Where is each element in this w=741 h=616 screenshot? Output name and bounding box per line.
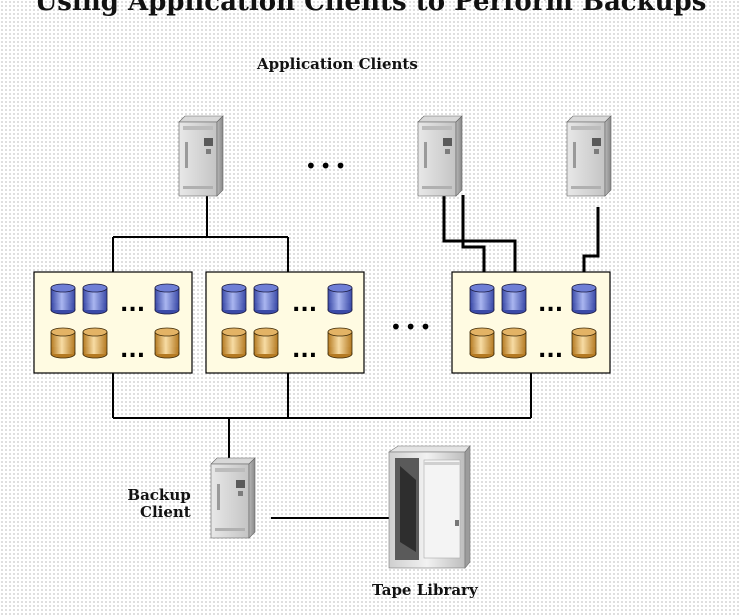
page-title-fragment: Using Application Clients to Perform Bac…	[34, 0, 707, 17]
disk-cylinder-icon	[501, 327, 527, 359]
connection-lines	[112, 195, 532, 519]
disk-cylinder-icon	[469, 327, 495, 359]
disk-cylinder-icon	[154, 327, 180, 359]
backup-client-label-line1: Backup	[127, 486, 191, 504]
storage-unit	[205, 271, 365, 374]
disk-cylinder-icon	[50, 327, 76, 359]
application-clients-label: Application Clients	[257, 55, 418, 73]
tape-library-icon	[388, 445, 471, 569]
disk-ellipsis: ...	[120, 292, 145, 317]
disk-cylinder-icon	[82, 327, 108, 359]
disk-ellipsis: ...	[538, 338, 563, 363]
storage-units-ellipsis: •••	[390, 315, 434, 339]
disk-cylinder-icon	[571, 327, 597, 359]
backup-client-label: Backup Client	[126, 486, 191, 522]
application-client-server-icon	[417, 115, 463, 197]
disk-cylinder-icon	[327, 283, 353, 315]
disk-cylinder-icon	[501, 283, 527, 315]
disk-cylinder-icon	[221, 283, 247, 315]
backup-client-label-line2: Client	[140, 503, 191, 522]
disk-ellipsis: ...	[538, 292, 563, 317]
disk-cylinder-icon	[221, 327, 247, 359]
disk-cylinder-icon	[82, 283, 108, 315]
disk-cylinder-icon	[469, 283, 495, 315]
disk-cylinder-icon	[154, 283, 180, 315]
storage-unit	[33, 271, 193, 374]
disk-cylinder-icon	[253, 283, 279, 315]
clients-ellipsis: •••	[305, 154, 349, 178]
disk-ellipsis: ...	[292, 338, 317, 363]
disk-ellipsis: ...	[292, 292, 317, 317]
application-client-server-icon	[566, 115, 612, 197]
disk-cylinder-icon	[327, 327, 353, 359]
backup-client-server-icon	[210, 457, 256, 539]
disk-cylinder-icon	[50, 283, 76, 315]
application-client-server-icon	[178, 115, 224, 197]
disk-ellipsis: ...	[120, 338, 145, 363]
disk-cylinder-icon	[253, 327, 279, 359]
disk-cylinder-icon	[571, 283, 597, 315]
storage-unit	[451, 271, 611, 374]
tape-library-label: Tape Library	[372, 581, 478, 599]
